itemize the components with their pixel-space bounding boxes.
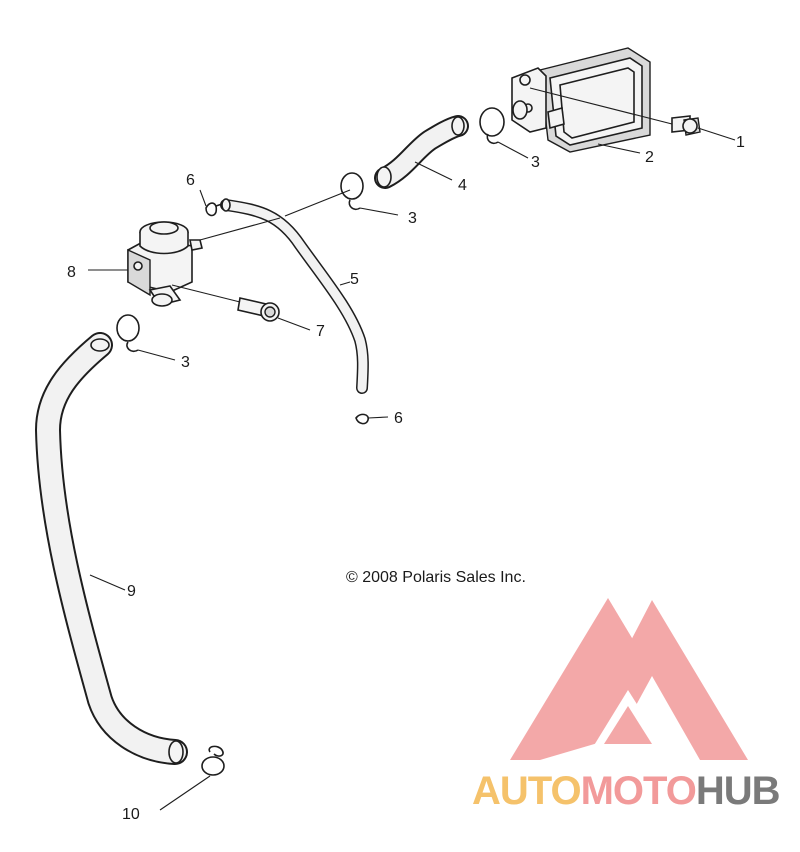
watermark-word-moto: MOTO: [581, 769, 696, 813]
hose-9: [35, 332, 188, 765]
callout-3-middle: 3: [408, 210, 417, 227]
callout-7: 7: [316, 323, 325, 340]
clamp-3-middle: [340, 172, 364, 211]
copyright-text: © 2008 Polaris Sales Inc.: [346, 569, 526, 586]
callout-3-left: 3: [181, 354, 190, 371]
tube-5: [220, 198, 369, 394]
canister-box: [511, 47, 651, 153]
clamp-10: [201, 745, 225, 776]
clamp-3-top: [479, 107, 505, 145]
callout-4: 4: [458, 177, 467, 194]
callout-10: 10: [122, 806, 140, 823]
clamp-3-left: [116, 314, 140, 353]
callout-6-bottom: 6: [394, 410, 403, 427]
valve-8: [127, 221, 203, 307]
leader-lines: [88, 87, 736, 811]
bolt-1: [671, 115, 701, 136]
callout-1: 1: [736, 134, 745, 151]
clip-6-bottom: [355, 413, 370, 425]
callout-6-top: 6: [186, 172, 195, 189]
clip-6-top: [205, 202, 223, 217]
watermark-word-auto: AUTO: [472, 769, 581, 813]
watermark-word-hub: HUB: [696, 769, 780, 813]
bolt-7: [237, 297, 280, 322]
callout-5: 5: [350, 271, 359, 288]
callout-3-top: 3: [531, 154, 540, 171]
hose-4: [374, 115, 469, 189]
watermark-wordmark: AUTOMOTOHUB: [472, 769, 780, 813]
watermark-logo-icon: [510, 598, 748, 760]
callout-labels: 1 2 3 3 3 4 5 6 6 7 8 9 10: [67, 134, 745, 823]
callout-8: 8: [67, 264, 76, 281]
callout-9: 9: [127, 583, 136, 600]
callout-2: 2: [645, 149, 654, 166]
